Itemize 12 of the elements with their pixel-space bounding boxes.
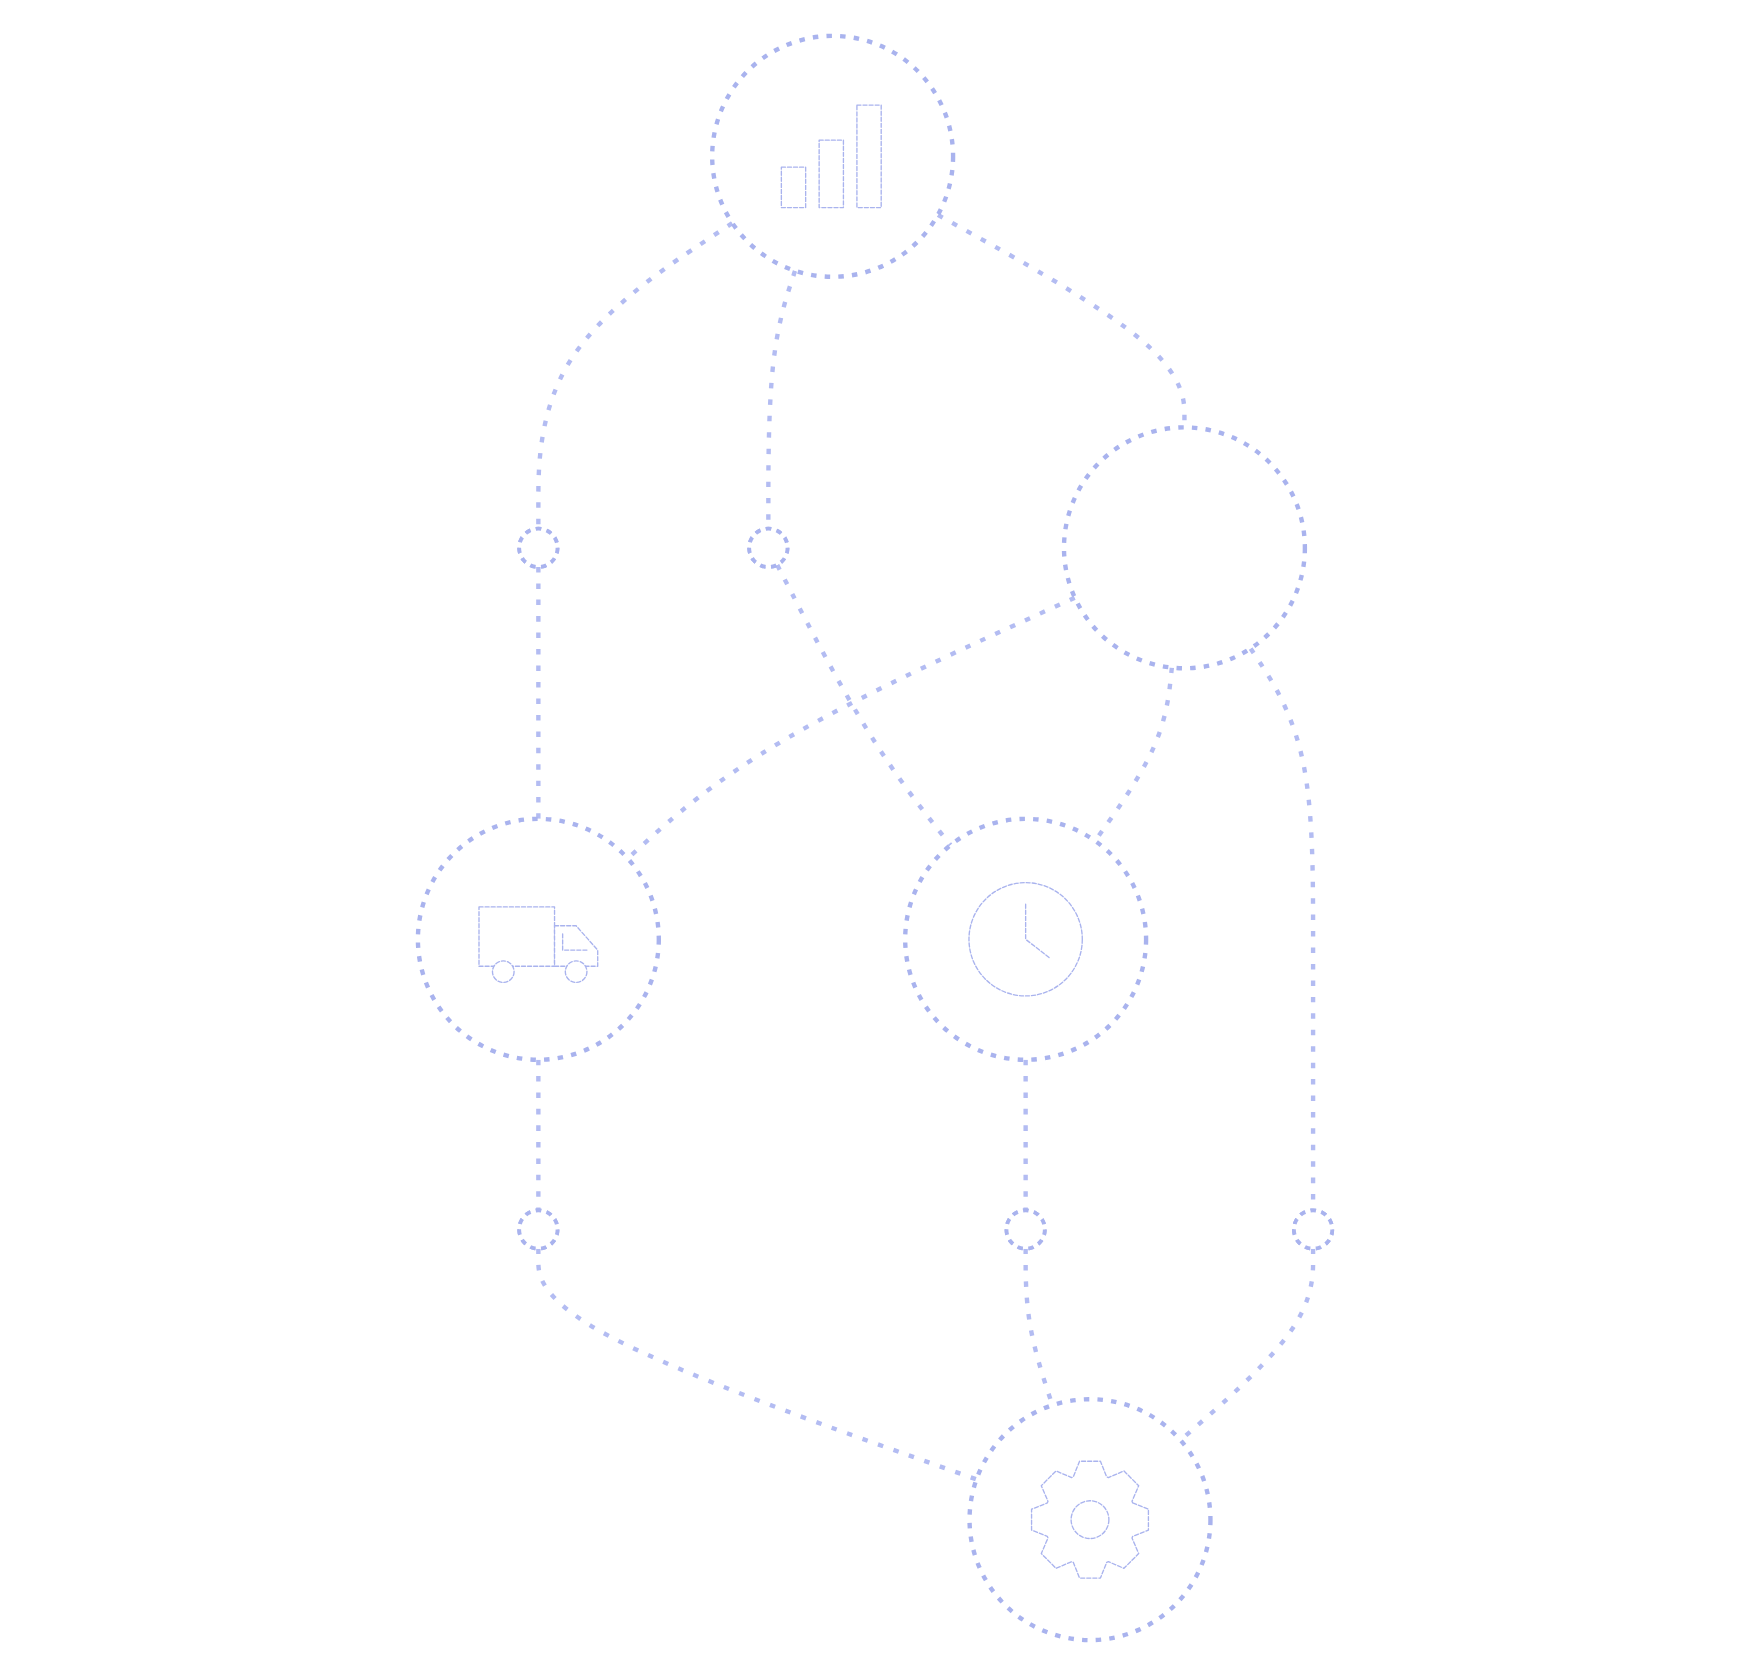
connector: [536, 221, 734, 529]
node-circle: [709, 33, 956, 279]
connector: [536, 567, 541, 819]
connector: [536, 1059, 541, 1211]
connector: [1179, 1248, 1316, 1442]
node-circle: [1061, 425, 1307, 671]
connector: [626, 595, 1076, 861]
node-circle: [902, 816, 1149, 1062]
connector: [536, 1248, 978, 1482]
node-circle: [967, 1397, 1213, 1643]
connector: [1093, 667, 1174, 843]
node-circle: [415, 816, 661, 1062]
